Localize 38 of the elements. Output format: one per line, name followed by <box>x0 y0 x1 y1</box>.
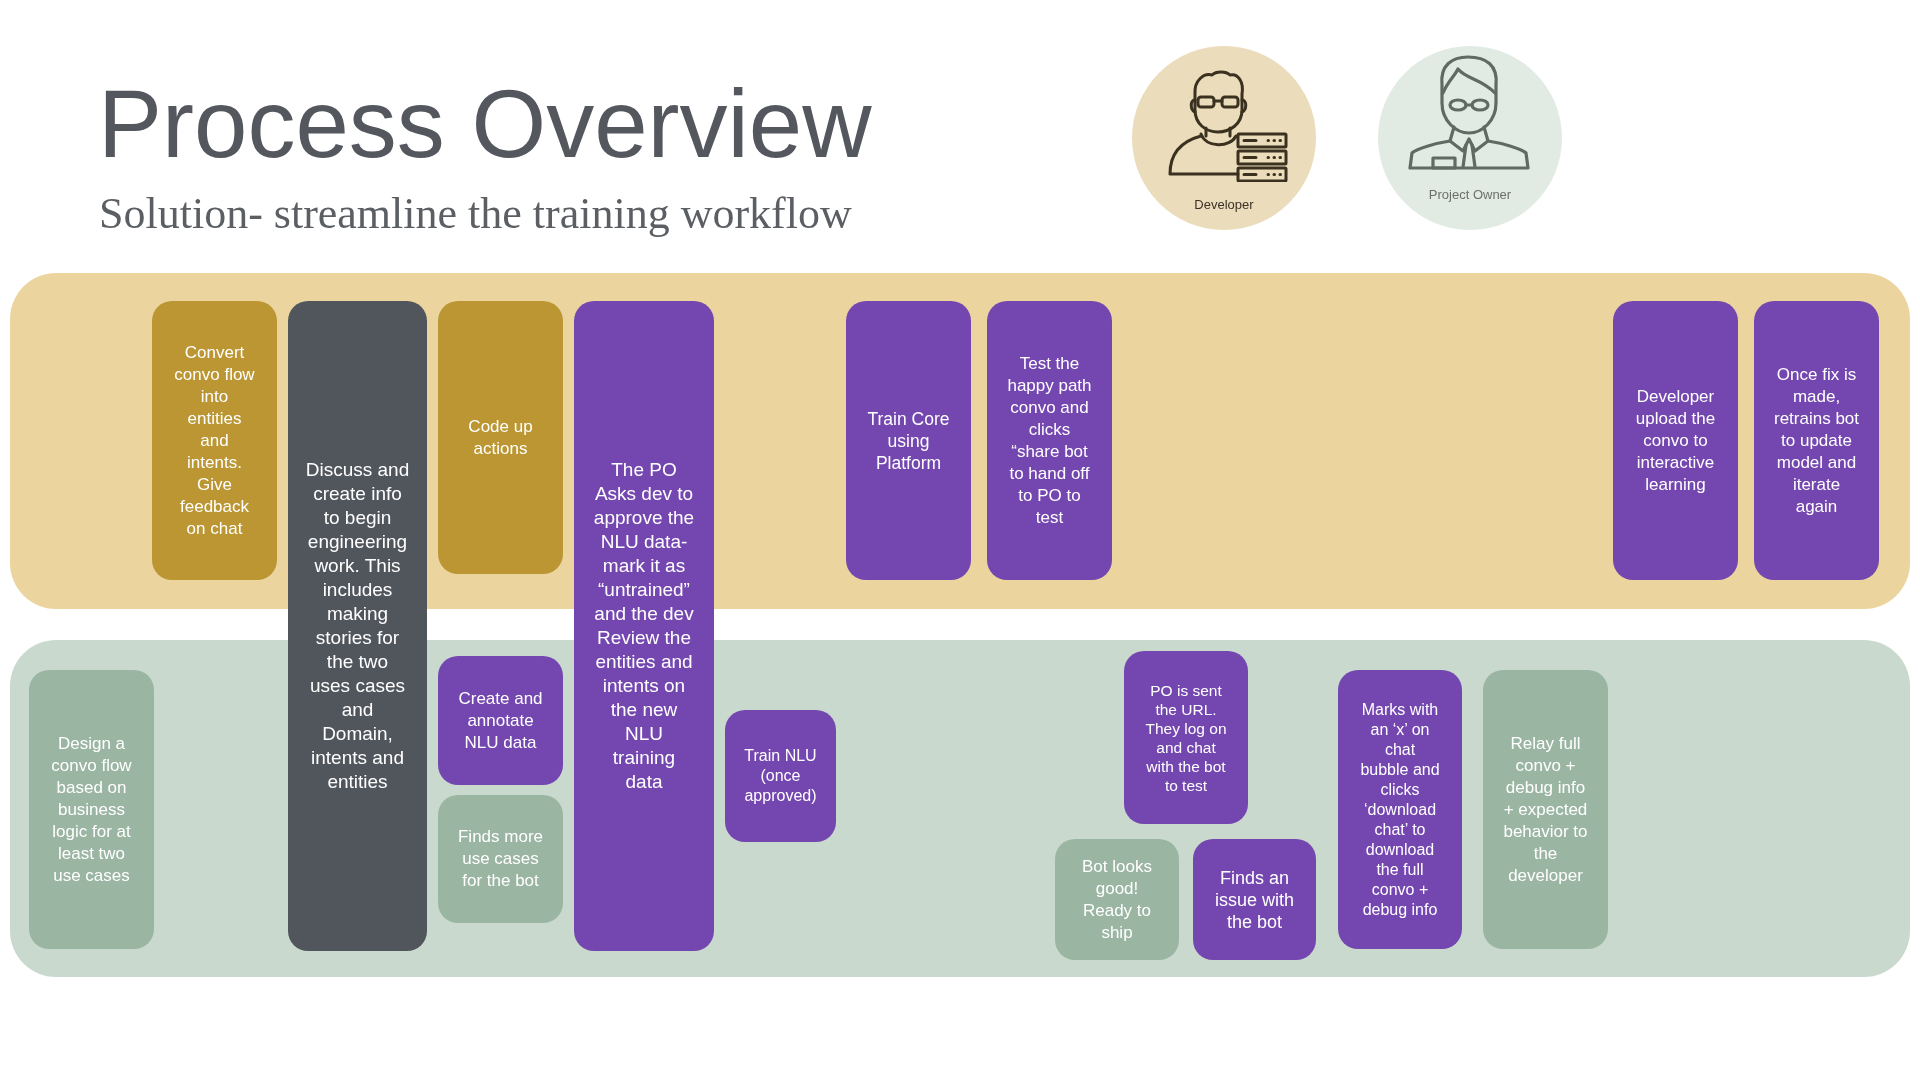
process-step-box <box>152 301 277 580</box>
process-step-box <box>846 301 971 580</box>
page-title: Process Overview <box>98 76 872 172</box>
process-step-box <box>1124 651 1248 824</box>
role-label: Project Owner <box>1428 187 1512 203</box>
process-step-box <box>438 656 563 785</box>
step-text: PO is sent the URL. They log on and chat with the bot to test <box>1144 680 1228 795</box>
step-text: The PO Asks dev to approve the NLU data- mark it as “untrained” and the dev Review the entities and intents on the new NLU training data <box>592 458 696 794</box>
process-step-box <box>1483 670 1608 949</box>
step-text: Finds an issue with the bot <box>1214 866 1295 933</box>
step-text: Once fix is made, retrains bot to update model and iterate again <box>1773 363 1860 518</box>
process-step-box <box>1613 301 1738 580</box>
process-step-box <box>1193 839 1316 960</box>
step-text: Train NLU (once approved) <box>743 746 818 806</box>
step-text: Developer upload the convo to interactive learning <box>1634 385 1717 496</box>
step-text: Train Core using Platform <box>866 407 951 474</box>
step-text: Code up actions <box>467 415 534 460</box>
step-text: Bot looks good! Ready to ship <box>1081 855 1153 944</box>
step-text: Test the happy path convo and clicks “share bot to hand off to PO to test <box>1006 352 1093 529</box>
process-step-box <box>1055 839 1179 960</box>
role-label: Developer <box>1194 197 1254 213</box>
step-text: Finds more use cases for the bot <box>457 826 544 892</box>
process-step-box <box>574 301 714 951</box>
step-text: Relay full convo + debug info + expected behavior to the developer <box>1502 732 1589 887</box>
process-step-box <box>725 710 836 842</box>
process-step-box <box>288 301 427 951</box>
process-step-box <box>29 670 154 949</box>
process-step-box <box>438 795 563 923</box>
process-step-box <box>987 301 1112 580</box>
process-step-box <box>1754 301 1879 580</box>
process-step-box <box>438 301 563 574</box>
step-text: Create and annotate NLU data <box>457 687 544 754</box>
process-step-box <box>1338 670 1462 949</box>
subtitle: Solution- streamline the training workflow <box>99 192 852 236</box>
step-text: Design a convo flow based on business logic for at least two use cases <box>50 732 133 887</box>
step-text: Marks with an ‘x’ on chat bubble and clicks ‘download chat’ to download the full convo + debug info <box>1359 699 1441 920</box>
step-text: Discuss and create info to begin engineering work. This includes making stories for the two uses cases and Domain, intents and entities <box>305 458 410 794</box>
step-text: Convert convo flow into entities and intents. Give feedback on chat <box>173 341 256 540</box>
